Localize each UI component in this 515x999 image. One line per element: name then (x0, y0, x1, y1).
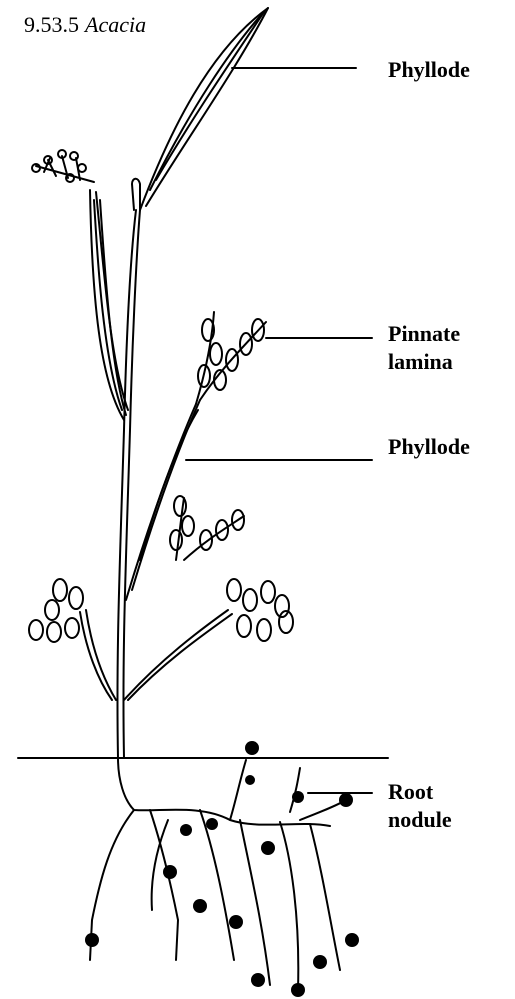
phyllode-mid (126, 400, 200, 600)
phyllode-left (90, 190, 128, 420)
pinnate-branch-lowleft (29, 579, 83, 642)
pinnate-branch-lowright (227, 579, 293, 641)
root-nodules (85, 741, 359, 997)
pinnate-branch-middle (170, 496, 244, 560)
phyllode-top (140, 8, 268, 210)
main-stem (117, 210, 136, 758)
pinnate-lamina-upper (196, 312, 266, 404)
pinnate-leaf-topleft (32, 150, 94, 182)
